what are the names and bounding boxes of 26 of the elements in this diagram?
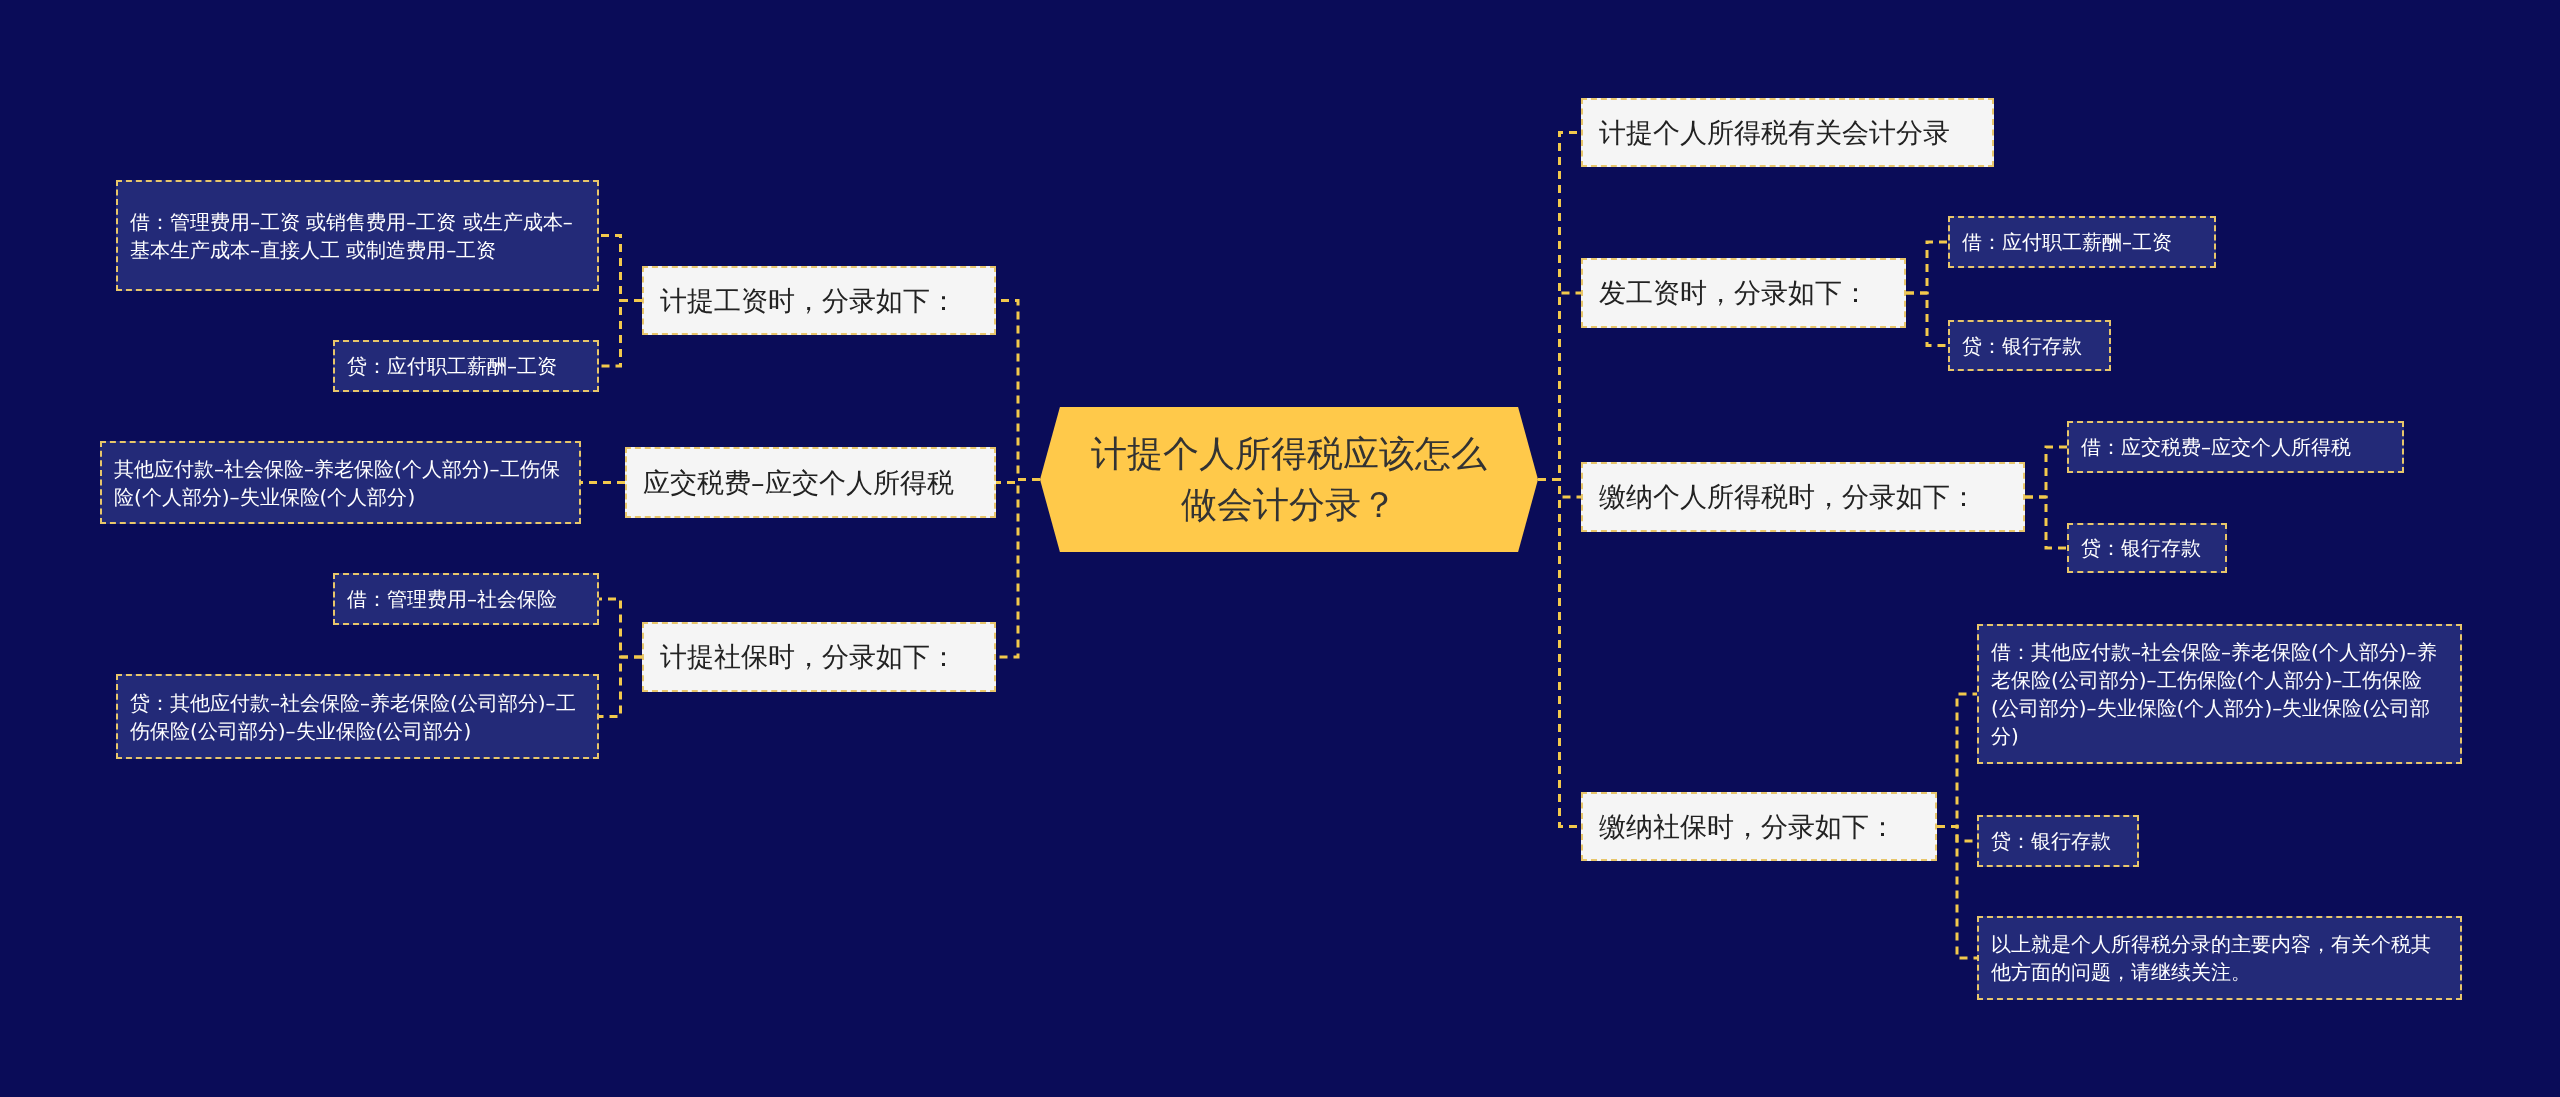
entry-box: 借：应交税费–应交个人所得税 <box>2067 421 2404 473</box>
connector-line <box>1906 291 1948 347</box>
entry-box: 借：其他应付款–社会保险–养老保险(个人部分)–养老保险(公司部分)–工伤保险(个人部分)–工伤保险(公司部分)–失业保险(个人部分)–失业保险(公司部分) <box>1977 624 2462 764</box>
connector-line <box>581 481 625 484</box>
entry-box: 贷：应付职工薪酬–工资 <box>333 340 599 392</box>
hexagon-title: 计提个人所得税应该怎么做会计分录？ <box>1040 407 1538 552</box>
topic-box: 应交税费–应交个人所得税 <box>625 447 996 518</box>
connector-line <box>599 655 642 718</box>
topic-box: 计提工资时，分录如下： <box>642 266 996 335</box>
entry-box: 贷：银行存款 <box>1977 815 2139 867</box>
connector-line <box>2025 495 2067 550</box>
connector-line <box>1937 825 1977 960</box>
entry-box: 其他应付款–社会保险–养老保险(个人部分)–工伤保险(个人部分)–失业保险(个人部分) <box>100 441 581 524</box>
entry-box: 借：管理费用–工资 或销售费用–工资 或生产成本–基本生产成本–直接人工 或制造费用–工资 <box>116 180 599 291</box>
entry-box: 以上就是个人所得税分录的主要内容，有关个税其他方面的问题，请继续关注。 <box>1977 916 2462 1000</box>
entry-box: 借：应付职工薪酬–工资 <box>1948 216 2216 268</box>
topic-box: 计提社保时，分录如下： <box>642 622 996 692</box>
topic-box: 缴纳个人所得税时，分录如下： <box>1581 462 2025 532</box>
topic-box: 计提个人所得税有关会计分录 <box>1581 98 1994 167</box>
topic-box: 发工资时，分录如下： <box>1581 258 1906 328</box>
entry-box: 贷：银行存款 <box>2067 523 2227 573</box>
entry-box: 借：管理费用–社会保险 <box>333 573 599 625</box>
entry-box: 贷：银行存款 <box>1948 320 2111 371</box>
topic-box: 缴纳社保时，分录如下： <box>1581 792 1937 861</box>
connector-line <box>599 299 642 368</box>
entry-box: 贷：其他应付款–社会保险–养老保险(公司部分)–工伤保险(公司部分)–失业保险(公司部分) <box>116 674 599 759</box>
